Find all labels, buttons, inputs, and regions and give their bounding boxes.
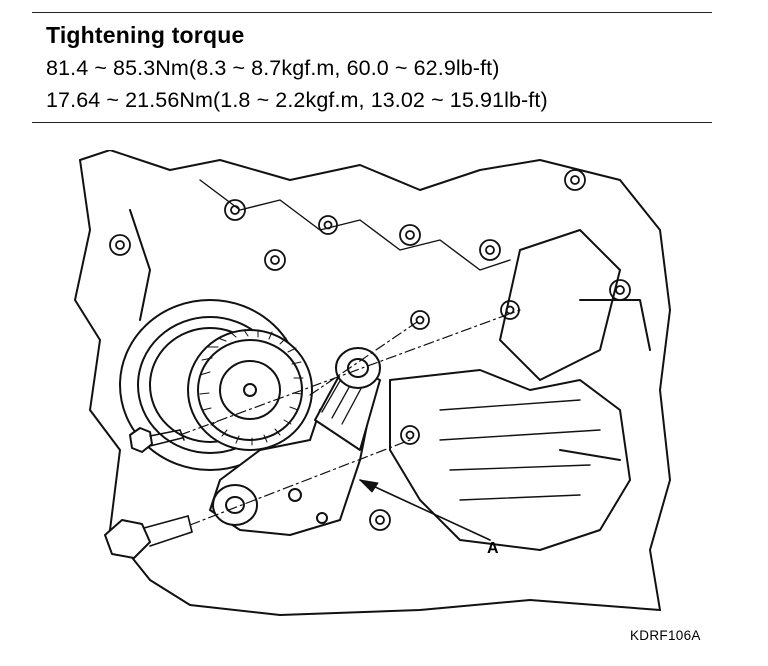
alignment-lines [179,309,521,526]
tensioner-arm [209,347,381,536]
figure-code: KDRF106A [630,628,701,643]
idler-pulley [187,329,313,451]
torque-spec-2: 17.64 ~ 21.56Nm(1.8 ~ 2.2kgf.m, 13.02 ~ … [46,88,548,112]
callout-arrow [359,479,491,541]
bottom-divider [32,122,712,123]
engine-bolts [109,169,631,531]
callout-label-a: A [487,540,499,557]
torque-heading: Tightening torque [46,22,245,48]
top-divider [32,12,712,13]
tensioner-bolt [104,515,193,559]
idler-pulley-bolt [129,427,185,453]
tensioner-assembly-diagram [74,150,671,616]
engine-block-outline [74,150,671,616]
torque-spec-1: 81.4 ~ 85.3Nm(8.3 ~ 8.7kgf.m, 60.0 ~ 62.… [46,56,500,80]
